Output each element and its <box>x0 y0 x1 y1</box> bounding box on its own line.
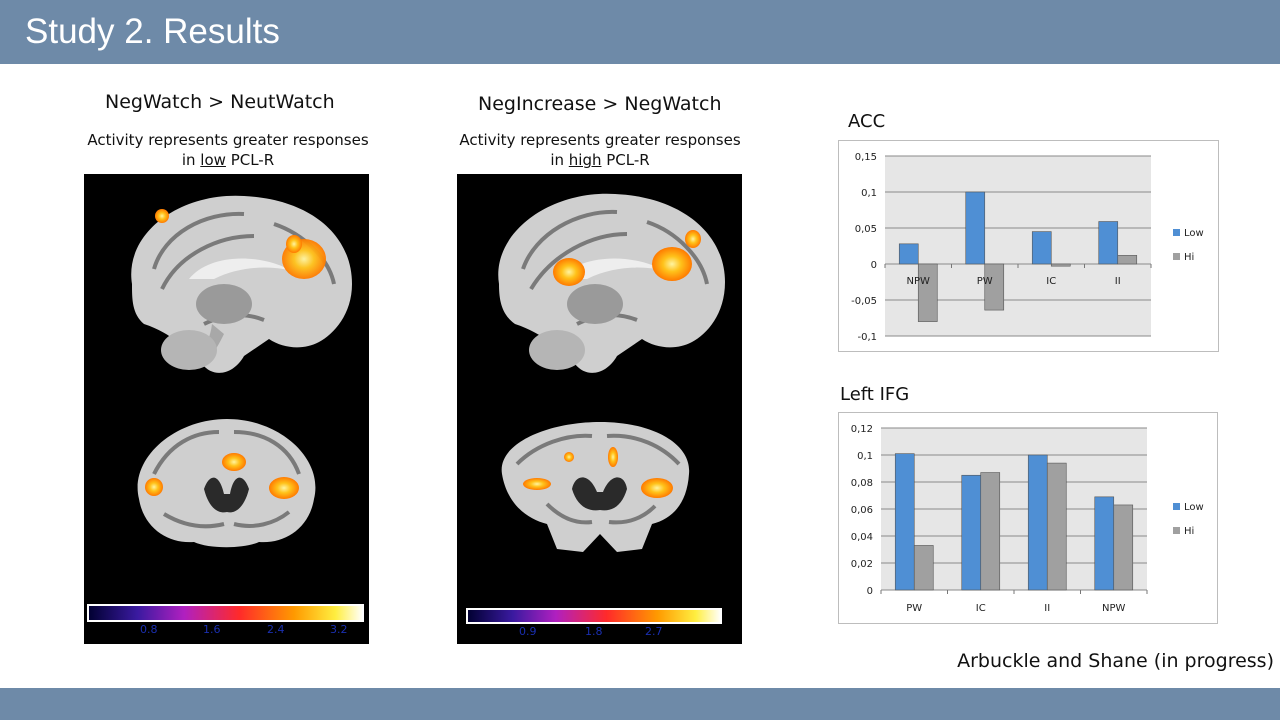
header-bar <box>0 0 1280 64</box>
legend-swatch <box>1173 253 1180 260</box>
bar-hi <box>1113 504 1134 591</box>
bar-low <box>961 474 982 591</box>
ifg-chart-title: Left IFG <box>840 384 910 405</box>
middle-desc-line1: Activity represents greater responses <box>459 131 741 149</box>
bar-low <box>1031 231 1052 265</box>
bar-low <box>1094 496 1115 591</box>
middle-panel-description: Activity represents greater responses in… <box>452 130 748 170</box>
legend-label: Hi <box>1184 526 1194 537</box>
middle-desc-line2: in high PCL-R <box>550 151 650 169</box>
y-tick-label: 0,05 <box>855 224 877 235</box>
credit-text: Arbuckle and Shane (in progress) <box>957 650 1274 672</box>
y-tick-label: 0 <box>867 586 873 597</box>
bar-hi <box>917 263 938 322</box>
y-tick-label: 0,1 <box>857 451 873 462</box>
middle-colorbar <box>466 608 722 624</box>
x-tick-label: II <box>1115 276 1121 287</box>
middle-colorbar-tick: 1.8 <box>585 625 603 638</box>
y-tick-label: 0,15 <box>855 152 877 163</box>
middle-panel-title: NegIncrease > NegWatch <box>478 93 722 115</box>
x-tick-label: IC <box>976 603 986 614</box>
x-tick-label: II <box>1044 603 1050 614</box>
legend-label: Hi <box>1184 252 1194 263</box>
y-tick-label: -0,05 <box>851 296 877 307</box>
left-desc-emphasis: low <box>200 151 226 169</box>
acc-chart-title: ACC <box>848 111 886 132</box>
x-tick-label: NPW <box>907 276 931 287</box>
legend-label: Low <box>1184 228 1204 239</box>
x-tick-label: IC <box>1046 276 1056 287</box>
left-colorbar-tick: 3.2 <box>330 623 348 636</box>
y-tick-label: 0,08 <box>851 478 873 489</box>
y-tick-label: 0,06 <box>851 505 873 516</box>
x-tick-label: NPW <box>1102 603 1126 614</box>
left-panel-description: Activity represents greater responses in… <box>80 130 376 170</box>
y-tick-label: 0,04 <box>851 532 873 543</box>
middle-colorbar-tick: 0.9 <box>519 625 537 638</box>
legend-swatch <box>1173 503 1180 510</box>
sagittal-slice <box>498 193 725 373</box>
bar-hi <box>980 472 1001 591</box>
legend-label: Low <box>1184 502 1204 513</box>
middle-colorbar-tick: 2.7 <box>645 625 663 638</box>
left-colorbar <box>87 604 364 622</box>
footer-bar <box>0 688 1280 720</box>
bar-hi <box>913 545 934 591</box>
left-desc-line1: Activity represents greater responses <box>87 131 369 149</box>
coronal-slice <box>501 422 690 552</box>
x-tick-label: PW <box>977 276 993 287</box>
bar-hi <box>984 263 1005 311</box>
coronal-slice <box>137 419 316 548</box>
left-panel-title: NegWatch > NeutWatch <box>105 91 335 113</box>
left-colorbar-tick: 0.8 <box>140 623 158 636</box>
slide-title: Study 2. Results <box>25 12 280 51</box>
sagittal-slice <box>131 195 352 373</box>
y-tick-label: 0,1 <box>861 188 877 199</box>
bar-hi <box>1050 263 1071 267</box>
bar-low <box>1098 221 1119 265</box>
bar-hi <box>1117 255 1138 265</box>
bar-low <box>894 453 915 591</box>
y-tick-label: 0 <box>871 260 877 271</box>
bar-low <box>965 191 986 265</box>
legend-swatch <box>1173 229 1180 236</box>
left-desc-line2: in low PCL-R <box>181 151 275 169</box>
legend-swatch <box>1173 527 1180 534</box>
bar-low <box>1027 454 1048 591</box>
y-tick-label: 0,02 <box>851 559 873 570</box>
x-tick-label: PW <box>906 603 922 614</box>
left-colorbar-tick: 1.6 <box>203 623 221 636</box>
y-tick-label: 0,12 <box>851 424 873 435</box>
middle-desc-emphasis: high <box>568 151 602 169</box>
y-tick-label: -0,1 <box>857 332 877 343</box>
bar-hi <box>1046 462 1067 591</box>
left-brain-image: 0.8 1.6 2.4 3.2 <box>84 174 369 644</box>
bar-low <box>898 243 919 265</box>
middle-brain-image: 0.9 1.8 2.7 <box>457 174 742 644</box>
left-colorbar-tick: 2.4 <box>267 623 285 636</box>
